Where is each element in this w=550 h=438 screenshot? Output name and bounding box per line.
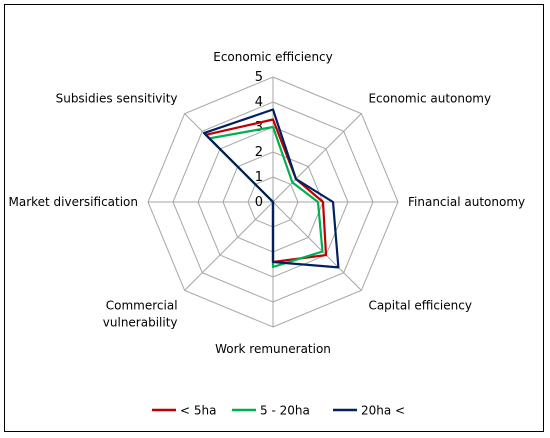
axis-label-5: Work remuneration [215, 342, 331, 356]
legend-label-2: 5 - 20ha [260, 404, 310, 418]
tick-label-2: 2 [255, 145, 263, 160]
series-line-3 [202, 108, 340, 269]
tick-label-0: 0 [255, 195, 263, 210]
axis-label-8: Subsidies sensitivity [56, 92, 178, 106]
axis-label-1: Economic efficiency [213, 50, 333, 64]
axis-label-4: Capital efficiency [368, 298, 472, 312]
legend-label-3: 20ha < [361, 404, 405, 418]
axis-label-3: Financial autonomy [408, 195, 525, 209]
legend-label-1: < 5ha [180, 404, 216, 418]
grid-spoke-2 [272, 113, 362, 203]
axis-label-2: Economic autonomy [368, 92, 491, 106]
grid-spoke-6 [184, 201, 274, 291]
series-line-2 [208, 125, 324, 269]
tick-label-5: 5 [255, 70, 263, 85]
tick-label-3: 3 [255, 120, 263, 135]
series-line-1 [204, 118, 328, 264]
tick-label-1: 1 [255, 170, 263, 185]
grid-spoke-4 [272, 201, 362, 291]
axis-label-7: Market diversification [8, 195, 138, 209]
tick-label-4: 4 [255, 95, 263, 110]
